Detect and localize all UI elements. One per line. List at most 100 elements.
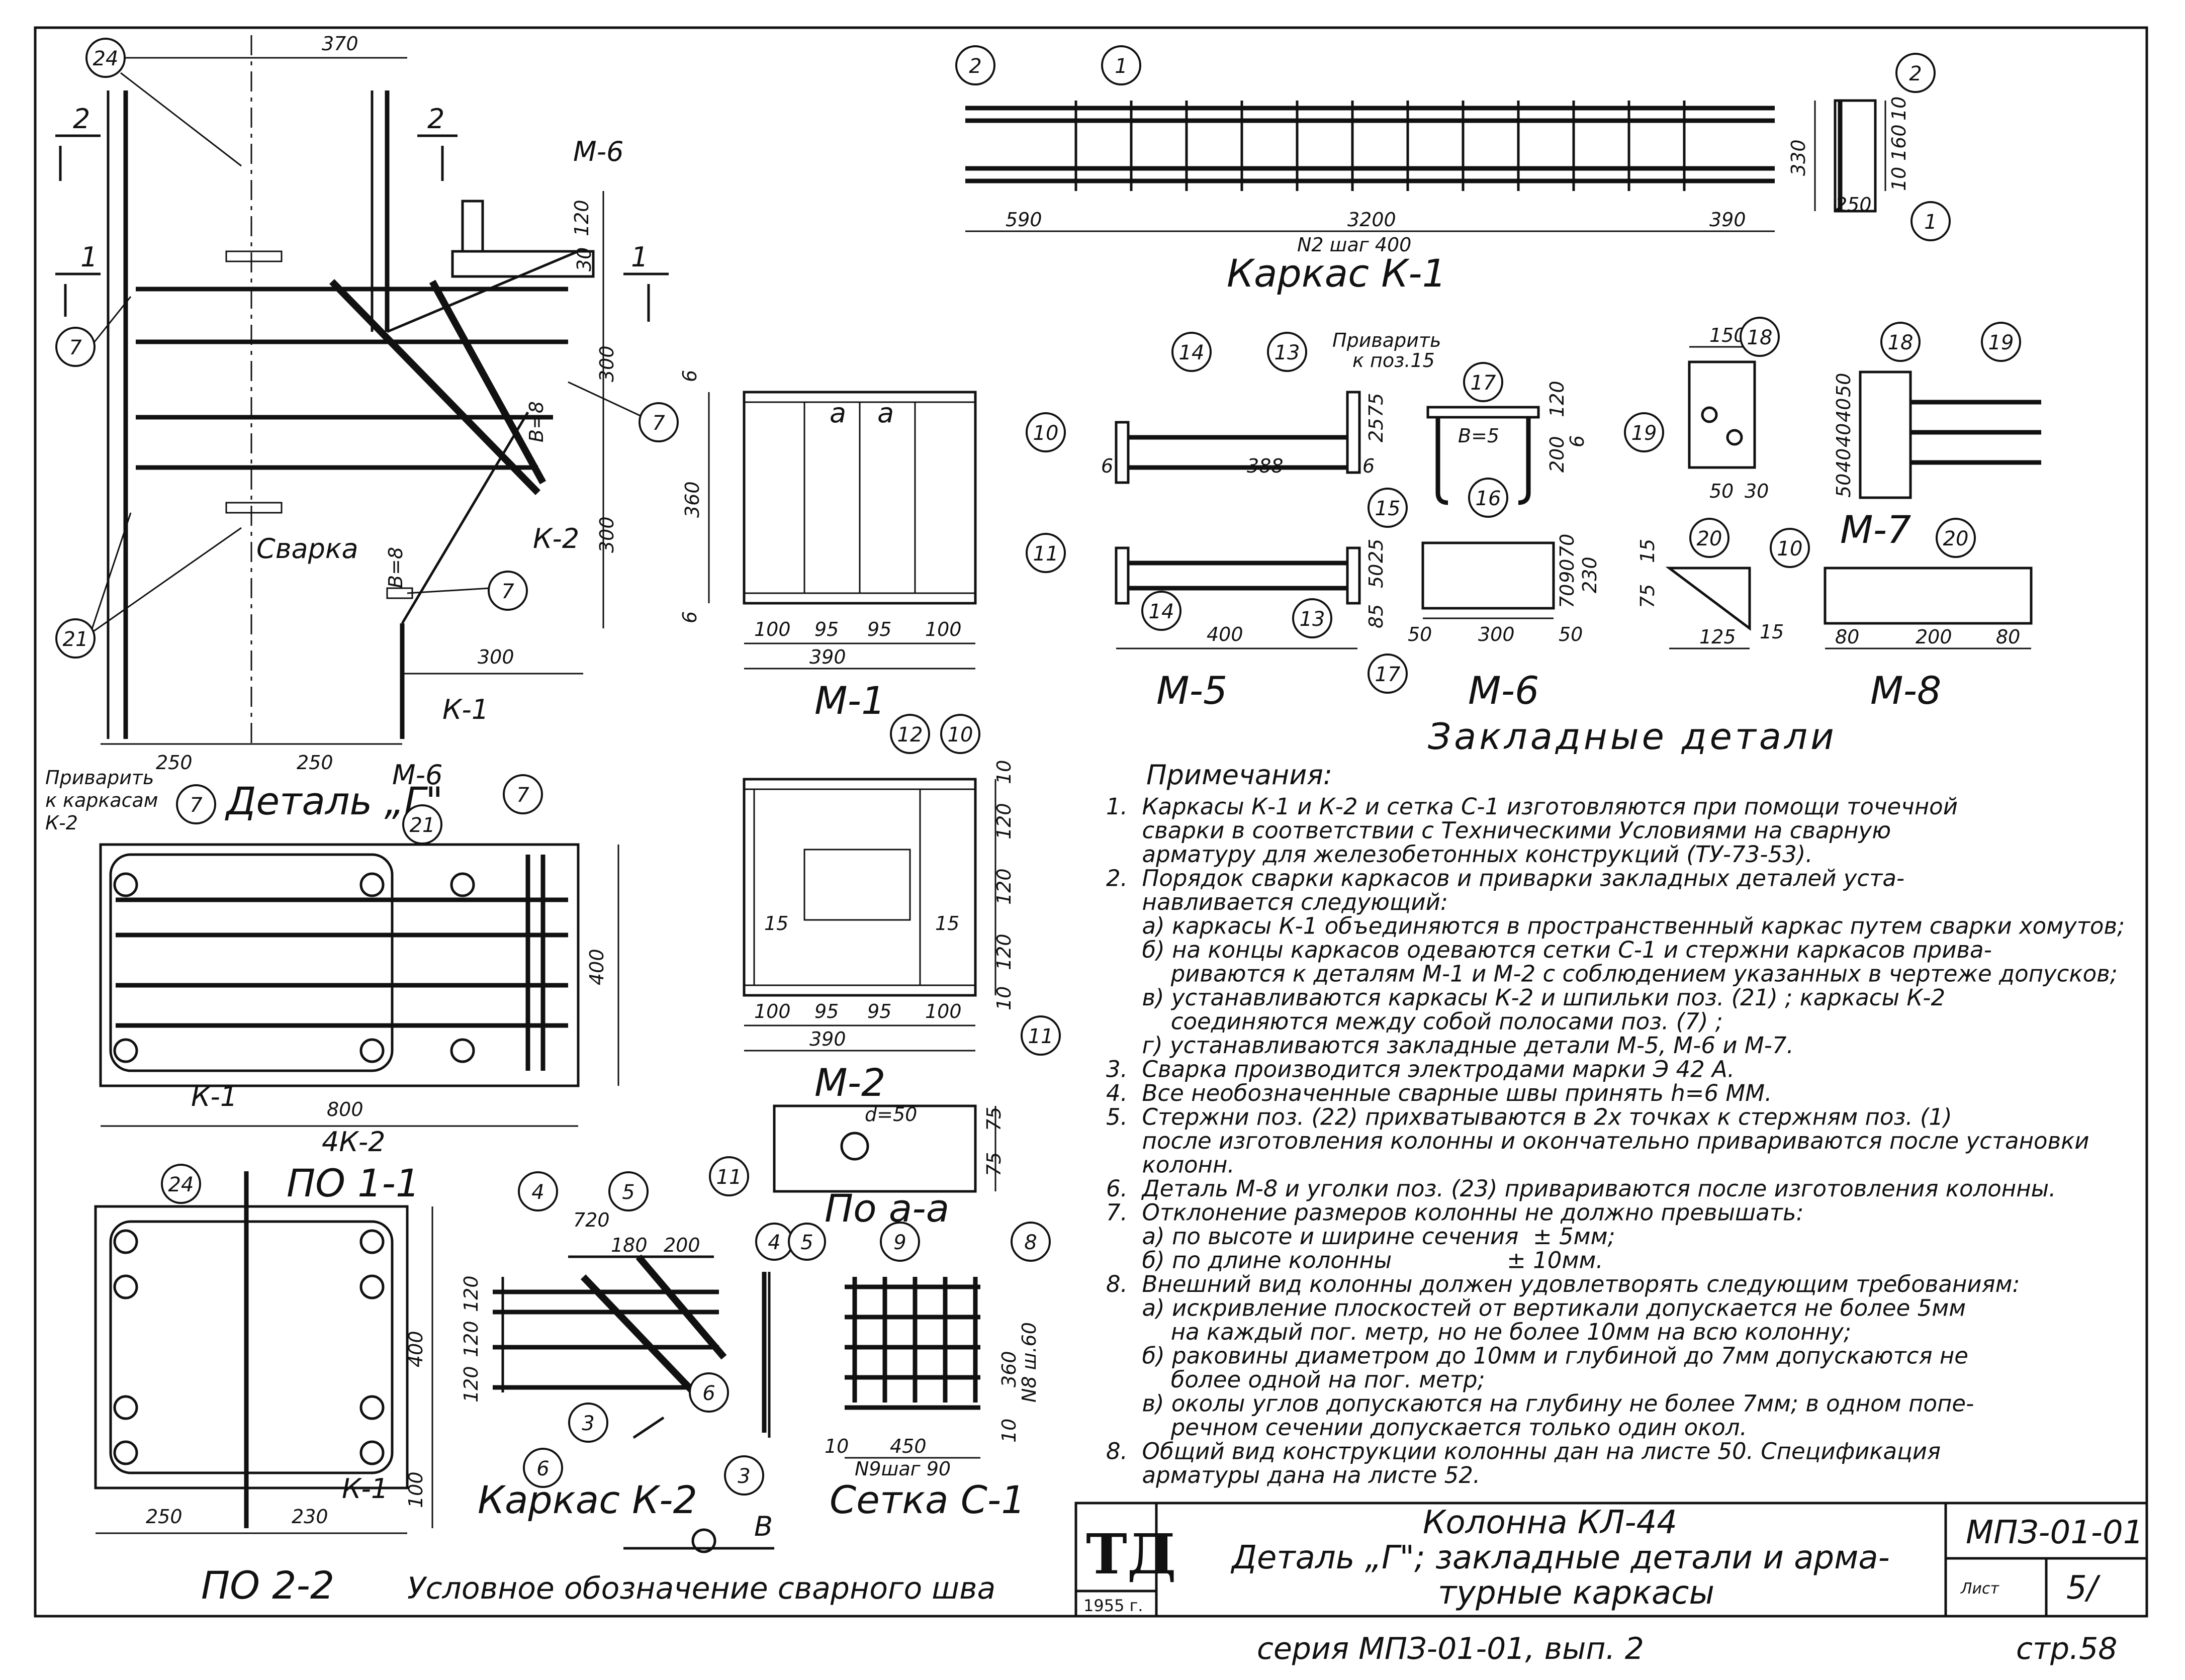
section-2-2: 400 100 250 230 К-1 24 ПО 2-2 [94,1164,433,1608]
karkas-k1: 590 3200 N2 шаг 400 390 Каркас К-1 2 1 3… [955,45,1951,296]
m7-dim-50b: 50 [1833,373,1855,397]
note-line: соединяются между собой полосами поз. (7… [1106,1008,1723,1035]
m1-dim-390: 390 [809,646,846,668]
emb-callout-16: 16 [1476,487,1501,510]
title-sheet-no: 5/ [2066,1569,2101,1607]
section-1-1: 800 400 Приварить к каркасам К-2 М-6 К-1… [45,759,619,1205]
m2-dim-95b: 95 [867,1000,891,1022]
note-line: 2. Порядок сварки каркасов и приварки за… [1106,865,1904,892]
detail-m1: а а 6 360 6 100 95 95 100 390 10 11 М-1 [679,370,1066,723]
m5-dim-388: 388 [1247,455,1284,477]
m1-callout-10: 10 [1033,422,1059,445]
m7-dim-40c: 40 [1833,448,1855,473]
m2-callout-11: 11 [1028,1025,1054,1048]
note-line: б) раковины диаметром до 10мм и глубиной… [1106,1343,1968,1369]
footer-series: серия МПЗ-01-01, вып. 2 [1257,1631,1644,1666]
m6-dim-6: 6 [1566,435,1588,447]
m6-dim-70b: 70 [1556,584,1578,608]
m2-dim-15b: 15 [935,912,959,935]
m8-dim-80a: 80 [1835,626,1859,648]
aa-dim-75b: 75 [983,1152,1005,1176]
k1-callout-2a: 2 [969,55,981,78]
callout-21: 21 [63,628,88,651]
aa-diameter: d=50 [865,1103,917,1126]
aa-callout-11: 11 [716,1166,742,1189]
emb-callout-17b: 17 [1375,663,1401,686]
note-line: после изготовления колонны и окончательн… [1106,1128,2089,1154]
k1-callout-1a: 1 [1115,55,1127,78]
note-line: 5. Стержни поз. (22) прихватываются в 2х… [1106,1104,1952,1131]
m5-dim-6a: 6 [1101,455,1113,477]
setka-c1: 450 N9шаг 90 10 360 N8 ш.60 10 9 8 Сетка… [825,1222,1051,1522]
m1-mark-a2: а [877,397,894,429]
s22-title: ПО 2-2 [201,1563,334,1608]
c1-dim-10a: 10 [825,1435,849,1457]
emb-callout-19b: 19 [1988,331,2014,354]
k2-dim-120c: 120 [460,1366,482,1403]
dim-300a: 300 [596,345,618,382]
k2-callout-4: 4 [531,1181,544,1204]
c1-step-v: N8 ш.60 [1018,1322,1040,1403]
m1-title: М-1 [814,678,885,723]
dim-300c: 300 [478,646,514,668]
m8-dim-200: 200 [1916,626,1952,648]
title-line2: Деталь „Г"; закладные детали и арма- [1230,1539,1890,1576]
label-b8a: В=8 [525,401,548,442]
m6-dim-50a: 50 [1408,623,1432,645]
m2-dim-10b: 10 [993,986,1015,1010]
m2-callout-10: 10 [948,723,973,746]
title-line3: турные каркасы [1438,1574,1714,1612]
k2-dim-120a: 120 [460,1275,482,1312]
c1-dim-10b: 10 [998,1419,1020,1443]
embedded-details: 388 6 75 25 6 14 13 400 25 50 85 14 13 М… [1101,317,2041,758]
label-k1: К-1 [442,694,489,725]
section-mark-1-right: 1 [631,241,648,273]
note-line: а) по высоте и ширине сечения ± 5мм; [1106,1223,1615,1250]
c1-step: N9шаг 90 [855,1458,951,1480]
note-line: г) устанавливаются закладные детали М-5,… [1106,1032,1794,1059]
m6-dim-230: 230 [1579,556,1601,593]
aa-dim-75a: 75 [983,1107,1005,1131]
emb-callout-19a: 19 [1631,422,1657,445]
m5-dim-25: 25 [1365,418,1387,442]
m2-dim-15a: 15 [764,912,788,935]
c1-dim-450: 450 [890,1435,927,1457]
m7-dim-50c: 50 [1833,474,1855,498]
s11-dim-400: 400 [586,949,608,985]
emb-callout-17a: 17 [1471,371,1496,395]
callout-7b: 7 [652,412,665,435]
note-line: б) на концы каркасов одеваются сетки С-1… [1106,937,1992,963]
m8-dim-15a: 15 [1636,539,1659,563]
note-line: на каждый пог. метр, но не более 10мм на… [1106,1319,1851,1345]
m1-dim-100b: 100 [925,618,962,640]
title-line1: Колонна КЛ-44 [1423,1504,1677,1541]
k2-dim-120b: 120 [460,1321,482,1357]
emb-callout-18a: 18 [1747,326,1773,349]
aa-title: По а-а [825,1186,949,1231]
m1-dim-95b: 95 [867,618,891,640]
k2-callout-5b: 5 [800,1231,813,1254]
k2-callout-4b: 4 [768,1231,780,1254]
m5-dim-25b: 25 [1365,539,1387,563]
m2-dim-120b: 120 [993,868,1015,905]
emb-callout-10: 10 [1777,537,1803,561]
m8-dim-80b: 80 [1996,626,2020,648]
s22-dim-250: 250 [146,1506,183,1528]
m1-callout-11: 11 [1033,542,1059,566]
dim-30: 30 [573,247,595,271]
m5-dim-75: 75 [1365,393,1387,417]
dim-300b: 300 [596,516,618,553]
k2-dim-720: 720 [573,1209,610,1231]
k1s-dim-10a: 10 [1888,97,1910,121]
s22-dim-400: 400 [405,1331,427,1367]
m2-dim-95a: 95 [814,1000,839,1022]
label-b8b: В=8 [385,547,407,588]
notes-lines: 1. Каркасы К-1 и К-2 и сетка С-1 изготов… [1106,793,2125,1488]
m1-dim-6b: 6 [679,611,701,623]
c1-callout-9: 9 [893,1231,906,1254]
m5-dim-50: 50 [1365,564,1387,588]
m8-dim-125: 125 [1699,626,1736,648]
k1s-dim-10b: 10 [1888,167,1910,191]
m2-dim-120c: 120 [993,934,1015,970]
